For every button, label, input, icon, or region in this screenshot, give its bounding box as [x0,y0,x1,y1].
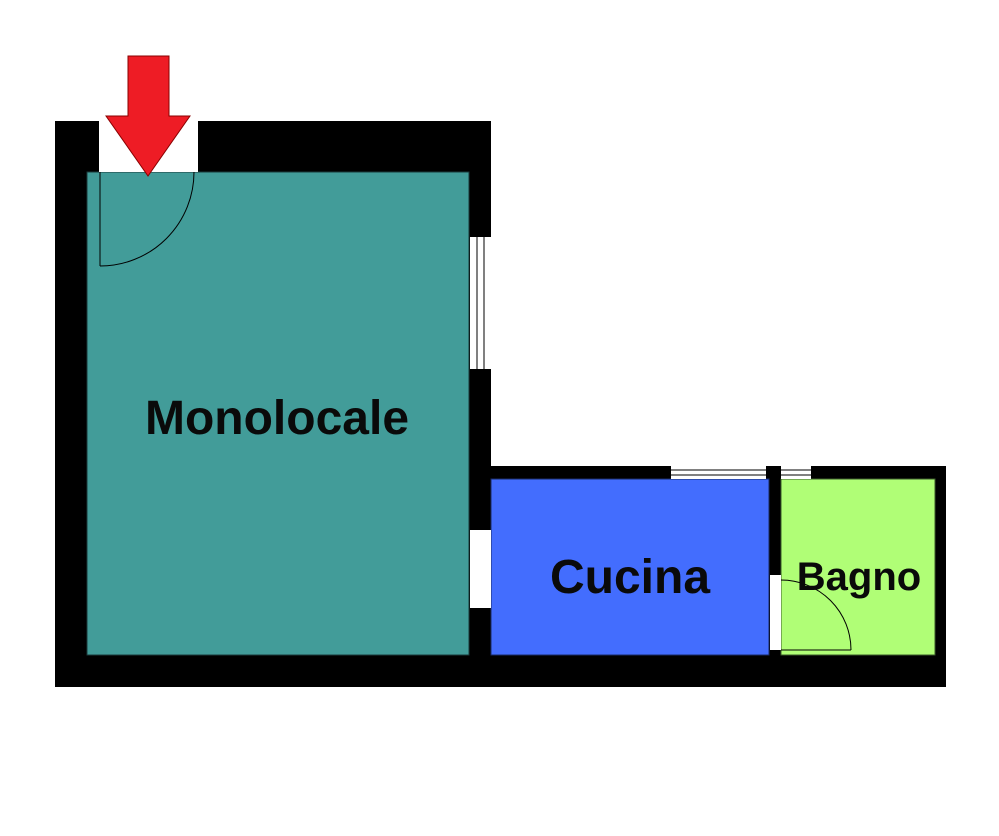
bagno-door-opening [770,575,781,650]
window-cucina [671,466,766,479]
label-monolocale: Monolocale [145,392,409,445]
bagno-door [780,579,852,651]
label-bagno: Bagno [797,555,921,599]
room-cucina [490,478,770,656]
opening-monolocale-cucina [470,530,491,608]
room-bagno [780,478,936,656]
window-bagno [781,466,811,479]
label-cucina: Cucina [550,551,710,604]
room-monolocale [86,171,470,656]
entrance-door [99,171,195,267]
arrow-down-icon [105,55,191,177]
window-monolocale-upper [470,237,491,369]
